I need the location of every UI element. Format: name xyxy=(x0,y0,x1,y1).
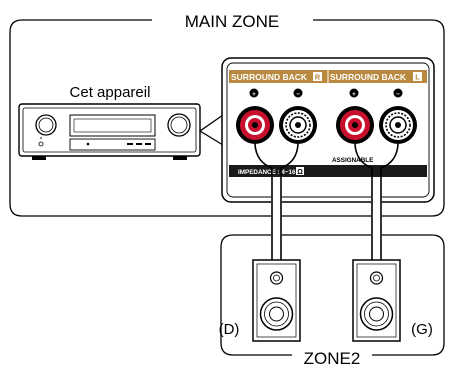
zone2-title: ZONE2 xyxy=(304,349,361,368)
ohm-mark: Ω xyxy=(297,169,303,176)
speaker-icon xyxy=(252,259,301,342)
speaker-left-label: (G) xyxy=(411,321,433,338)
r-mark: R xyxy=(315,73,321,82)
speaker-icon xyxy=(352,259,401,342)
svg-text:+: + xyxy=(252,91,256,98)
surround-back-l-label: SURROUND BACK xyxy=(330,72,407,82)
svg-text:−: − xyxy=(296,91,300,98)
callout-pointer xyxy=(198,114,224,146)
svg-text:−: − xyxy=(396,91,400,98)
cable-icon xyxy=(254,143,399,258)
main-zone-frame xyxy=(9,19,445,217)
assignable-label: ASSIGNABLE xyxy=(332,157,373,164)
polarity-markers: + − + − xyxy=(249,88,403,98)
surround-back-r-label: SURROUND BACK xyxy=(231,72,308,82)
impedance-bar xyxy=(229,165,427,177)
main-zone-title: MAIN ZONE xyxy=(185,12,279,31)
speaker-right-label: (D) xyxy=(219,321,240,338)
device-label: Cet appareil xyxy=(70,84,151,101)
receiver-icon xyxy=(18,103,201,160)
l-mark: L xyxy=(415,73,420,82)
impedance-label: IMPEDANCE : 4~16 xyxy=(238,169,296,176)
svg-text:+: + xyxy=(352,91,356,98)
zone2-frame xyxy=(220,234,445,356)
terminal-icon xyxy=(236,106,417,144)
